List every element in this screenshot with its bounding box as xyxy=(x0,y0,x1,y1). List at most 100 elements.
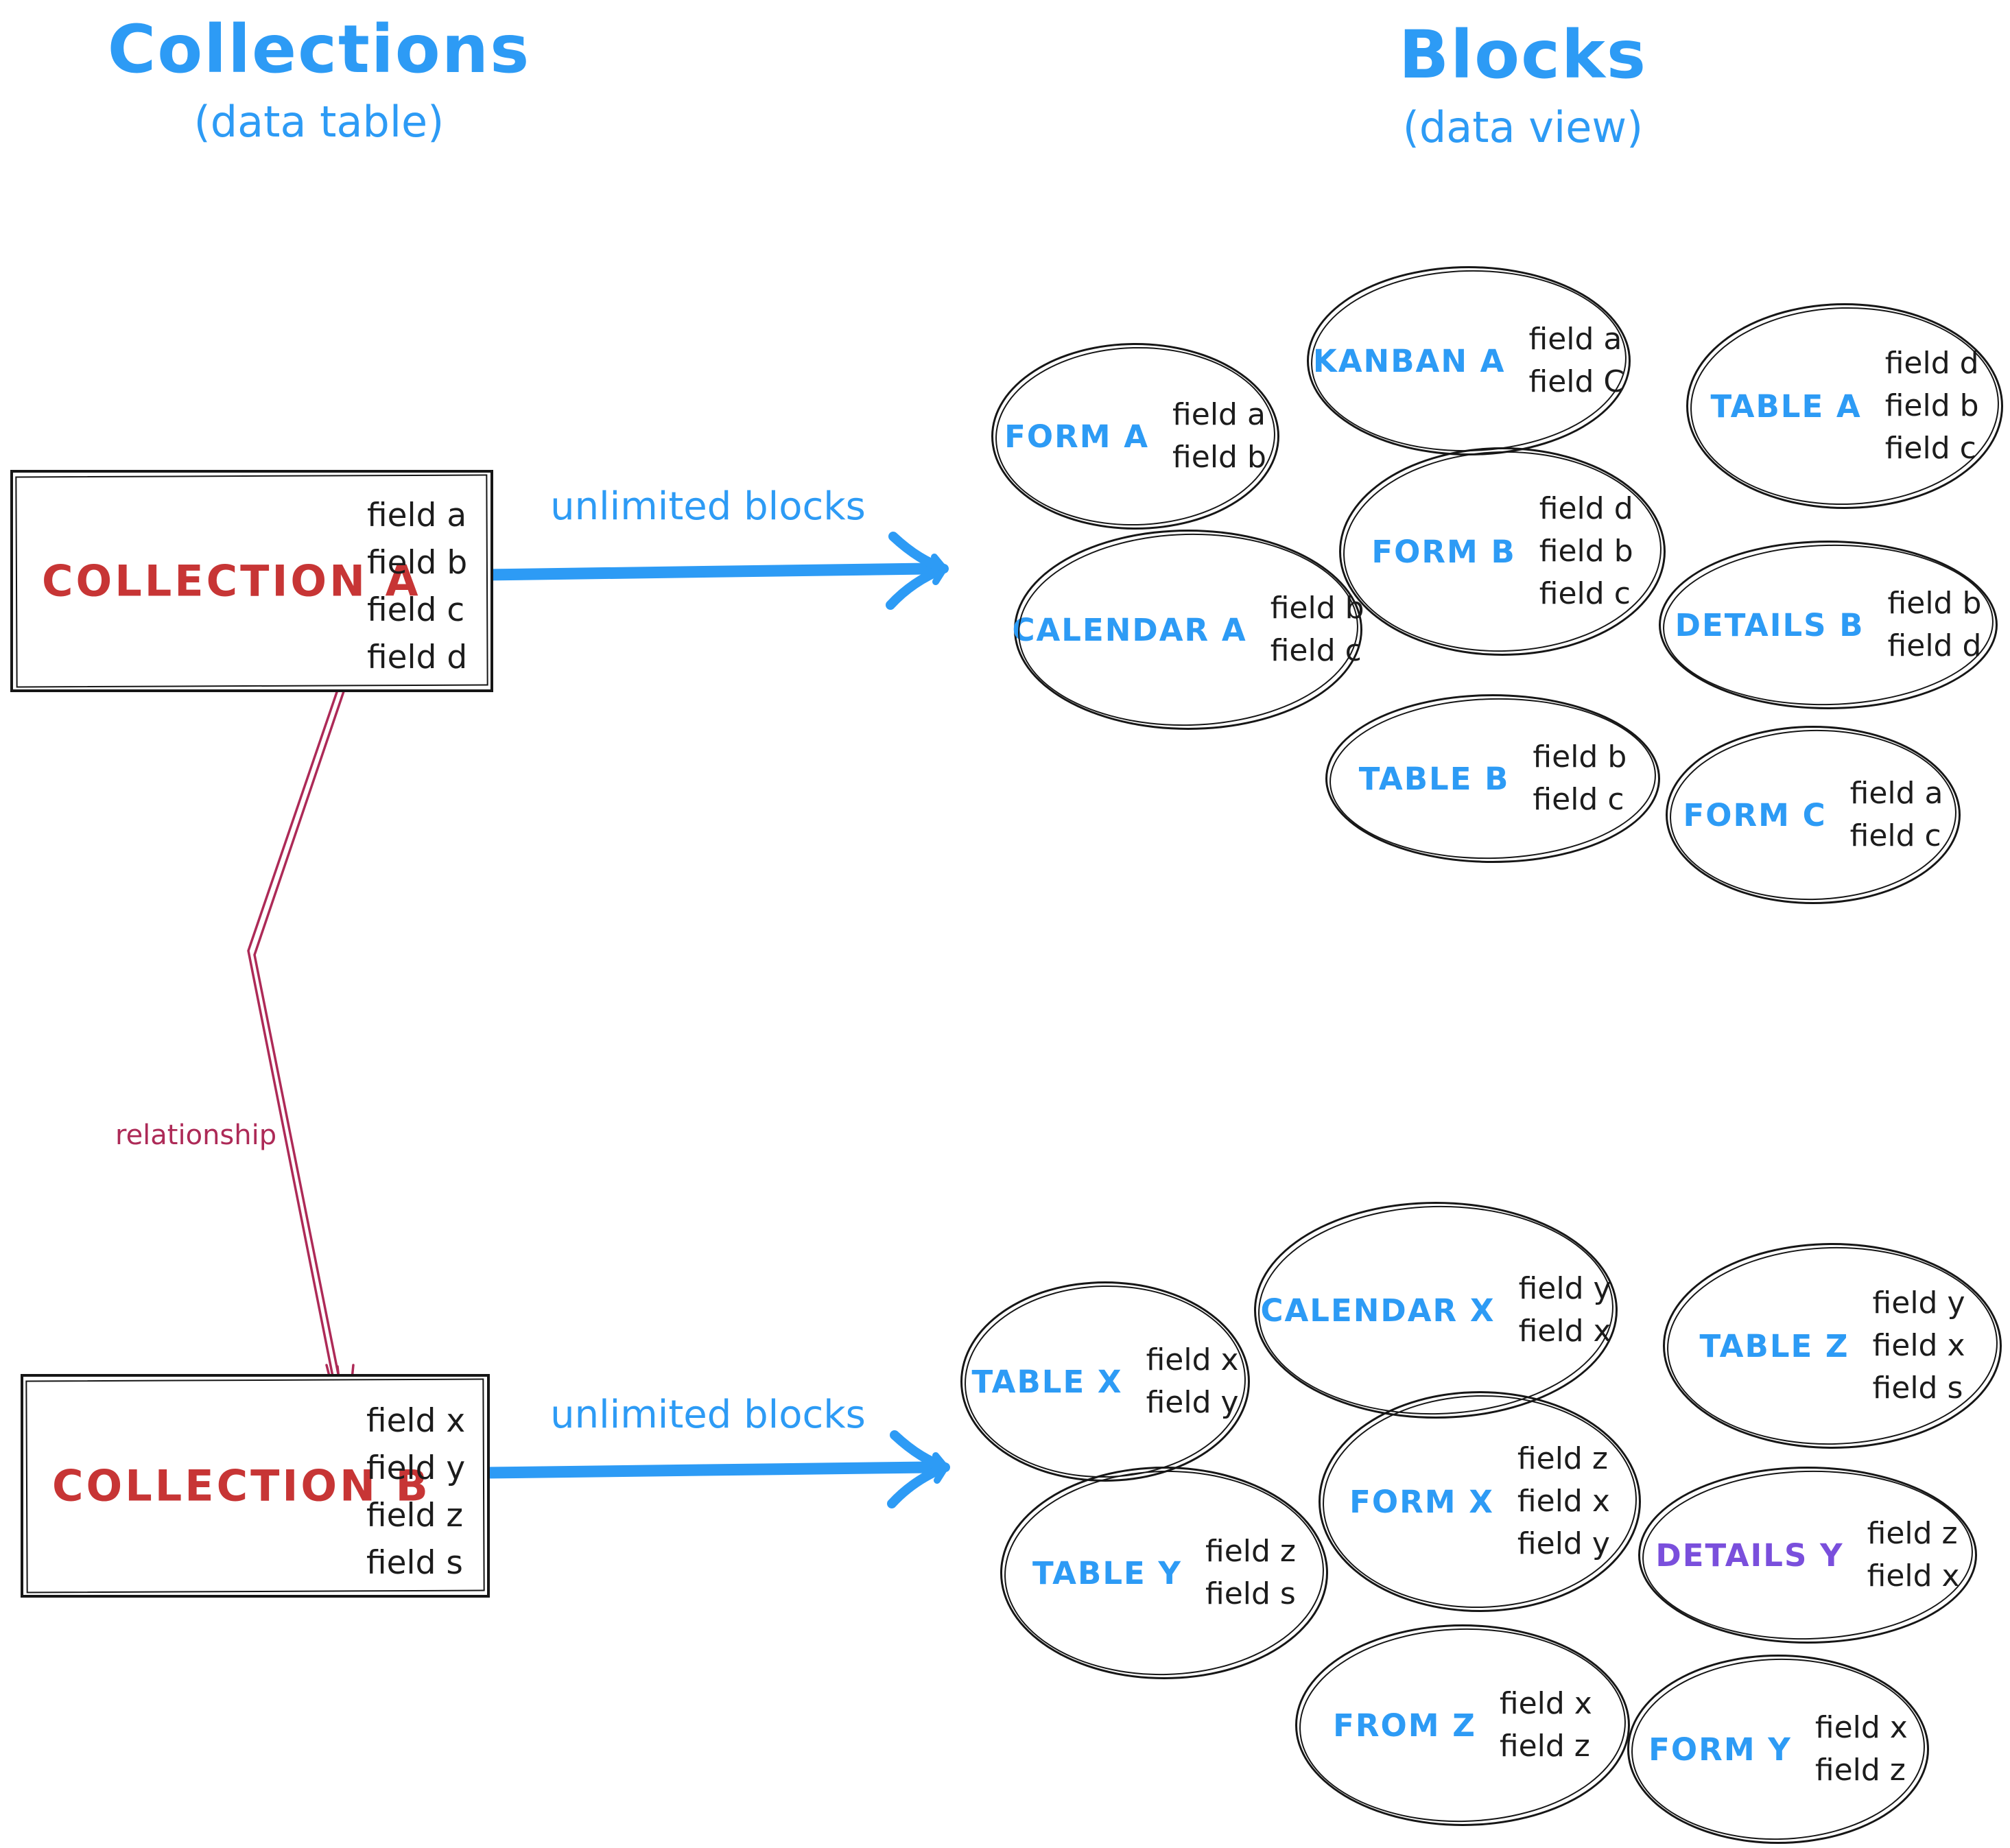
collection-a-name: COLLECTION A xyxy=(42,556,421,606)
block-ellipse-calendar-x: CALENDAR X field y field x xyxy=(1254,1202,1618,1419)
block-label: DETAILS B xyxy=(1675,606,1865,643)
block-label: TABLE A xyxy=(1710,388,1862,425)
block-field: field b xyxy=(1270,591,1364,626)
block-field: field y xyxy=(1146,1385,1239,1420)
block-field: field c xyxy=(1539,576,1631,611)
block-fields: field x field y xyxy=(1146,1339,1239,1424)
block-ellipse-table-y: TABLE Y field z field s xyxy=(1000,1467,1328,1679)
collection-b-name: COLLECTION B xyxy=(52,1460,431,1511)
block-field: field b xyxy=(1172,440,1266,475)
block-field: field x xyxy=(1146,1342,1239,1377)
block-ellipse-table-a: TABLE A field d field b field c xyxy=(1686,303,2003,509)
block-label: TABLE B xyxy=(1358,760,1510,797)
block-ellipse-form-y: FORM Y field x field z xyxy=(1627,1655,1929,1844)
block-ellipse-table-z: TABLE Z field y field x field s xyxy=(1663,1243,2002,1449)
block-fields: field b field c xyxy=(1270,587,1364,672)
block-field: field x xyxy=(1872,1328,1965,1363)
block-label: FORM B xyxy=(1371,533,1516,570)
block-fields: field x field z xyxy=(1500,1683,1592,1768)
block-ellipse-form-x: FORM X field z field x field y xyxy=(1319,1391,1641,1612)
block-field: field x xyxy=(1867,1559,1960,1594)
block-field: field x xyxy=(1814,1710,1908,1745)
block-field: field x xyxy=(1499,1686,1592,1721)
block-fields: field a field b xyxy=(1172,394,1266,479)
block-ellipse-from-z: FROM Z field x field z xyxy=(1295,1624,1630,1826)
block-field: field b xyxy=(1884,388,1979,423)
collection-b-fields: field x field y field z field s xyxy=(366,1397,465,1587)
block-ellipse-kanban-a: KANBAN A field a field C xyxy=(1307,266,1631,455)
block-field: field d xyxy=(1884,346,1979,381)
block-field: field a xyxy=(1528,322,1622,357)
block-label: FORM A xyxy=(1004,418,1150,455)
block-ellipse-table-x: TABLE X field x field y xyxy=(960,1281,1250,1482)
collection-a-fields: field a field b field c field d xyxy=(367,492,467,681)
block-field: field b xyxy=(1533,739,1627,774)
block-field: field c xyxy=(1270,633,1362,668)
block-field: field c xyxy=(1533,782,1624,817)
block-fields: field a field c xyxy=(1850,772,1943,857)
block-field: field b xyxy=(1539,534,1633,569)
block-label: TABLE Z xyxy=(1699,1327,1849,1364)
block-ellipse-table-b: TABLE B field b field c xyxy=(1325,694,1660,863)
block-field: field c xyxy=(1849,818,1941,853)
relationship-label: relationship xyxy=(115,1120,277,1151)
block-fields: field b field c xyxy=(1533,736,1627,821)
block-label: KANBAN A xyxy=(1312,342,1506,379)
block-fields: field b field d xyxy=(1888,582,1982,667)
block-fields: field z field x field y xyxy=(1517,1438,1610,1565)
block-ellipse-details-b: DETAILS B field b field d xyxy=(1659,541,1998,709)
block-field: field s xyxy=(1872,1371,1963,1406)
collections-title: Collections xyxy=(107,11,531,88)
block-field: field d xyxy=(1887,628,1982,663)
collection-field: field x xyxy=(366,1402,466,1440)
block-field: field y xyxy=(1872,1286,1965,1320)
collection-b-box: COLLECTION B field x field y field z fie… xyxy=(21,1374,490,1598)
block-field: field x xyxy=(1518,1314,1611,1349)
collection-field: field s xyxy=(366,1544,463,1582)
block-field: field C xyxy=(1528,364,1625,399)
block-label: CALENDAR A xyxy=(1012,611,1247,648)
block-field: field z xyxy=(1814,1753,1906,1788)
block-label: CALENDAR X xyxy=(1260,1292,1495,1329)
block-label: FORM Y xyxy=(1648,1731,1792,1768)
block-fields: field x field z xyxy=(1815,1707,1908,1792)
collection-field: field c xyxy=(367,591,465,629)
block-ellipse-form-c: FORM C field a field c xyxy=(1666,726,1961,904)
block-label: FROM Z xyxy=(1333,1707,1476,1744)
block-fields: field d field b field c xyxy=(1539,488,1633,615)
collection-field: field y xyxy=(366,1449,466,1487)
collections-subtitle: (data table) xyxy=(193,96,445,147)
block-label: TABLE Y xyxy=(1032,1554,1182,1591)
block-field: field z xyxy=(1205,1534,1297,1569)
collections-header: Collections (data table) xyxy=(79,15,559,147)
block-ellipse-details-y: DETAILS Y field z field x xyxy=(1638,1467,1977,1644)
block-label: FORM X xyxy=(1349,1483,1494,1520)
block-field: field z xyxy=(1517,1441,1608,1476)
block-fields: field z field x xyxy=(1867,1513,1960,1598)
block-field: field b xyxy=(1887,586,1982,621)
block-field: field c xyxy=(1884,431,1976,466)
collection-field: field d xyxy=(367,639,468,676)
block-field: field x xyxy=(1517,1484,1610,1519)
block-ellipse-form-a: FORM A field a field b xyxy=(991,343,1279,530)
blocks-title: Blocks xyxy=(1399,16,1647,93)
block-ellipse-form-b: FORM B field d field b field c xyxy=(1339,447,1666,656)
collection-field: field a xyxy=(367,497,467,534)
block-fields: field y field x field s xyxy=(1873,1282,1965,1410)
blocks-header: Blocks (data view) xyxy=(1283,21,1763,152)
block-label: TABLE X xyxy=(971,1363,1123,1400)
unlimited-blocks-label-bottom: unlimited blocks xyxy=(550,1393,866,1437)
block-field: field d xyxy=(1539,491,1633,526)
block-fields: field z field s xyxy=(1205,1530,1296,1615)
unlimited-blocks-label-top: unlimited blocks xyxy=(550,484,866,529)
block-field: field z xyxy=(1499,1729,1590,1764)
block-field: field a xyxy=(1172,397,1266,432)
block-fields: field y field x xyxy=(1519,1268,1611,1353)
block-ellipse-calendar-a: CALENDAR A field b field c xyxy=(1012,530,1364,730)
block-field: field y xyxy=(1517,1526,1610,1561)
block-label: FORM C xyxy=(1683,796,1827,833)
block-field: field s xyxy=(1205,1576,1296,1611)
blocks-subtitle: (data view) xyxy=(1402,102,1644,152)
collection-field: field z xyxy=(366,1497,464,1535)
